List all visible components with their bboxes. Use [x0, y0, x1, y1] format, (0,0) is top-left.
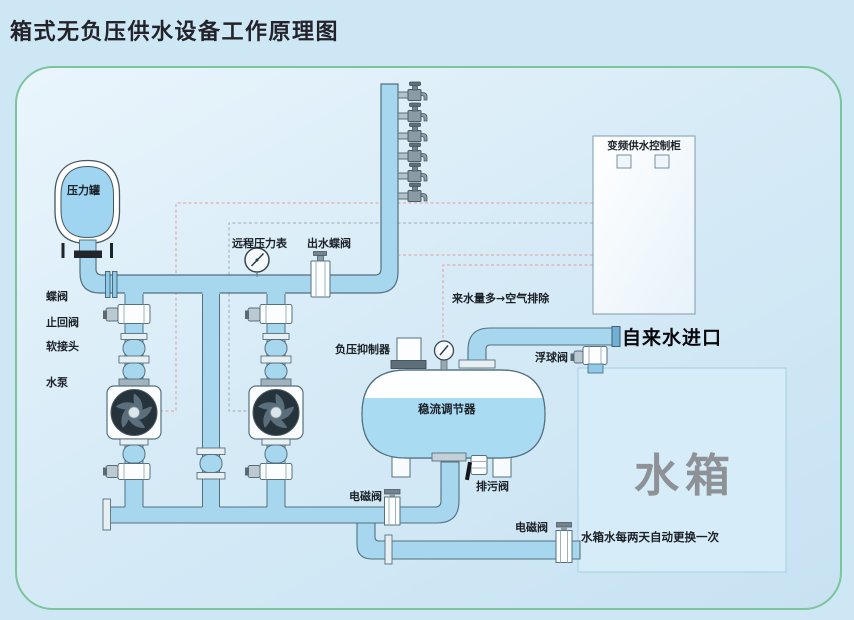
water-tank-box — [577, 367, 787, 573]
label-water-tank: 水箱 — [634, 449, 737, 502]
inlet-flange — [458, 359, 496, 369]
label-check-valve: 止回阀 — [46, 316, 79, 329]
signal-line-pump2 — [228, 222, 593, 412]
cabinet-indicator-right — [654, 154, 670, 169]
label-negative-pressure-suppressor: 负压抑制器 — [335, 343, 390, 356]
signal-line-pump1 — [161, 202, 593, 412]
tap-water-inlet-pipe — [458, 326, 621, 369]
signal-line-tank-gauge — [442, 264, 593, 340]
remote-pressure-gauge-icon — [244, 247, 270, 277]
manifold-end-flange — [102, 498, 111, 531]
regulator-gauge-icon — [433, 340, 455, 371]
solenoid-valve-right-icon — [555, 522, 573, 563]
soft-joint-icon — [199, 454, 223, 473]
label-flow-regulator: 稳流调节器 — [418, 402, 476, 416]
label-outlet-butterfly-valve: 出水蝶阀 — [307, 237, 351, 250]
control-cabinet — [592, 135, 696, 315]
label-water-tank-note: 水箱水每两天自动更换一次 — [581, 530, 719, 544]
drain-valve-icon — [464, 455, 488, 481]
label-tap-water-inlet: 自来水进口 — [622, 327, 723, 349]
label-drain-valve: 排污阀 — [476, 480, 509, 493]
pressure-tank-leg-left — [61, 243, 65, 258]
label-soft-joint: 软接头 — [46, 340, 79, 353]
label-float-valve: 浮球阀 — [535, 351, 568, 364]
tank-water-level — [362, 398, 545, 458]
label-butterfly-valve: 蝶阀 — [46, 290, 68, 303]
label-air-discharge: 来水量多→空气排除 — [452, 292, 550, 305]
pump-column-right — [244, 284, 304, 516]
bypass-column — [196, 285, 226, 515]
page-title: 箱式无负压供水设备工作原理图 — [10, 20, 340, 45]
solenoid-valve-left-icon — [384, 489, 401, 526]
tank-refill-pipe — [356, 522, 581, 560]
float-valve-icon — [570, 346, 608, 374]
label-pressure-tank: 压力罐 — [67, 184, 100, 197]
pressure-tank — [54, 159, 121, 258]
label-remote-pressure-gauge: 远程压力表 — [232, 237, 287, 250]
pump-column-left — [102, 284, 162, 516]
pressure-tank-leg-right — [110, 243, 113, 258]
pressure-tank-flange — [74, 250, 102, 258]
outlet-butterfly-valve-icon — [310, 251, 331, 298]
cabinet-indicator-left — [616, 154, 632, 169]
label-solenoid-valve-right: 电磁阀 — [515, 521, 548, 534]
label-water-pump: 水泵 — [46, 376, 68, 389]
signal-lines — [161, 202, 593, 412]
negative-pressure-suppressor-icon — [390, 337, 427, 369]
bottom-manifold-pipe — [107, 461, 460, 524]
label-control-cabinet: 变频供水控制柜 — [607, 140, 681, 152]
refill-pipe-flange — [384, 534, 393, 565]
drain-flange — [431, 452, 467, 462]
outlet-manifold-riser-pipe — [79, 83, 399, 294]
inlet-end-cap — [611, 326, 621, 347]
butterfly-valve-icon — [105, 271, 118, 298]
flow-regulator-tank — [361, 369, 546, 478]
riser-faucets — [397, 81, 428, 202]
label-solenoid-valve-left: 电磁阀 — [349, 490, 382, 503]
